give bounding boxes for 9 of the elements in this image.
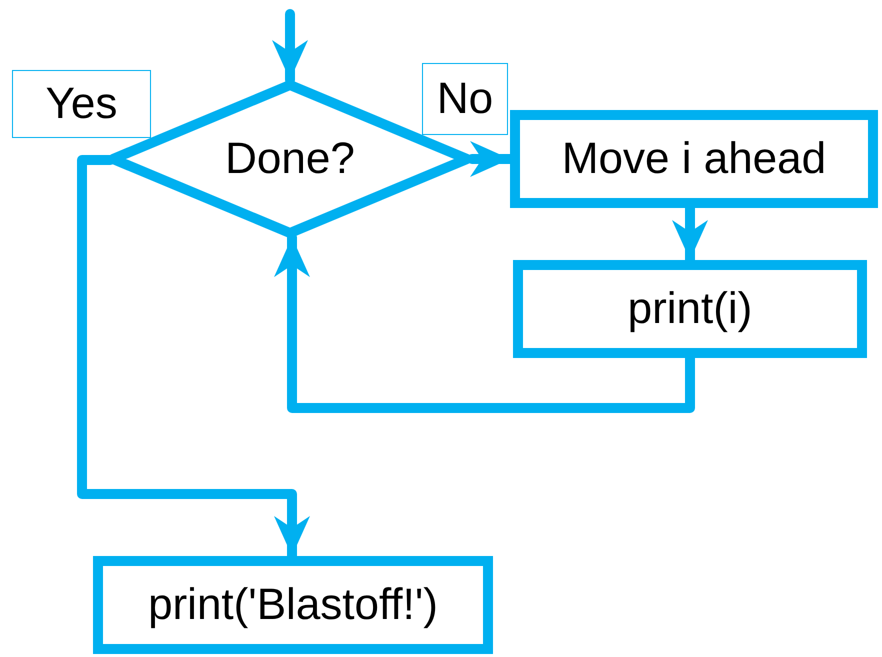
node-label: print(i) bbox=[628, 284, 752, 334]
process-box bbox=[510, 110, 878, 208]
process-box bbox=[513, 260, 867, 358]
process-box bbox=[93, 556, 493, 654]
edge-label: Yes bbox=[12, 70, 151, 138]
node-label: Move i ahead bbox=[562, 134, 826, 184]
node-label: print('Blastoff!') bbox=[148, 580, 438, 630]
edge-label: No bbox=[422, 63, 508, 135]
node-label: Done? bbox=[225, 134, 355, 184]
